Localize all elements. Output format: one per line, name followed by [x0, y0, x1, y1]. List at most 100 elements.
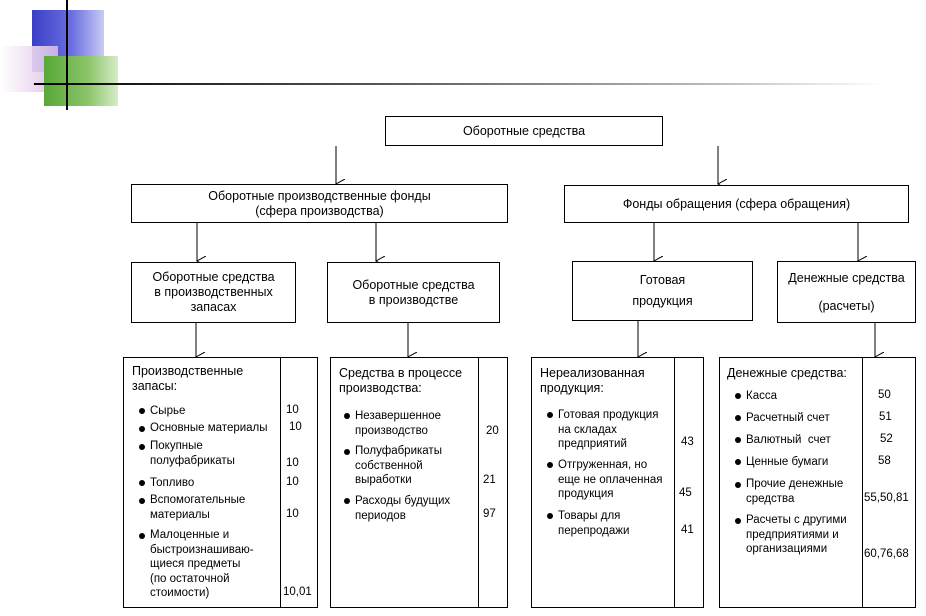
account-code: 10: [286, 457, 299, 469]
account-code: 10: [286, 404, 299, 416]
node-cash-line1: Денежные средства: [788, 271, 905, 285]
leaf-cash-funds: Денежные средства: Касса 50 Расчетный сч…: [719, 357, 916, 608]
decor-horizontal-rule: [34, 83, 884, 85]
leaf-unsold-products: Нереализованная продукция: Готовая проду…: [531, 357, 704, 608]
list-item: Незавершенное производство: [355, 409, 441, 438]
list-item-text: организациями: [746, 543, 828, 555]
list-item-text: быстроизнашиваю-: [150, 543, 254, 556]
bullet-icon: [735, 459, 741, 465]
list-item-text: производство: [355, 424, 428, 437]
list-item: Вспомогательные материалы: [150, 493, 245, 522]
list-item-text: Валютный счет: [746, 434, 831, 446]
leaf-heading-line1: Производственные: [132, 364, 244, 378]
node-production-funds-line2: (сфера производства): [255, 203, 384, 218]
list-item-text: Полуфабрикаты: [355, 445, 442, 457]
list-item-text: Отгруженная, но: [558, 459, 648, 471]
account-code: 10: [289, 421, 302, 433]
node-in-production: Оборотные средства в производстве: [327, 262, 500, 323]
list-item-text: щиеся предметы: [150, 558, 241, 570]
list-item-text: Вспомогательные: [150, 494, 246, 506]
leaf-divider: [674, 358, 675, 607]
account-code: 43: [681, 436, 694, 448]
node-cash: Денежные средства (расчеты): [777, 261, 916, 323]
decor-vertical-rule: [66, 0, 68, 110]
node-root: Оборотные средства: [385, 116, 663, 146]
list-item-text: Сырье: [150, 405, 186, 417]
list-item-text: выработки: [355, 474, 412, 486]
list-item: Касса: [746, 389, 777, 404]
node-production-funds: Оборотные производственные фонды (сфера …: [131, 184, 508, 223]
bullet-icon: [344, 498, 350, 504]
node-stocks-line3: запасах: [190, 300, 237, 314]
account-code: 55,50,81: [864, 492, 909, 504]
account-code: 45: [679, 487, 692, 499]
list-item-text: Расходы будущих: [355, 495, 451, 507]
account-code: 41: [681, 524, 694, 536]
list-item: Полуфабрикаты собственной выработки: [355, 444, 442, 488]
bullet-icon: [735, 518, 741, 524]
list-item-text: предприятиями и: [746, 528, 839, 541]
leaf-heading-line1: Денежные средства:: [727, 366, 847, 380]
leaf-divider: [280, 358, 281, 607]
node-cash-line2: (расчеты): [818, 299, 875, 313]
node-production-funds-line1: Оборотные производственные фонды: [208, 188, 431, 203]
list-item: Ценные бумаги: [746, 455, 828, 470]
list-item-text: периодов: [355, 509, 406, 522]
list-item-text: Ценные бумаги: [746, 456, 829, 468]
leaf-heading: Нереализованная продукция:: [540, 366, 645, 396]
account-code: 60,76,68: [864, 548, 909, 560]
list-item: Прочие денежные средства: [746, 477, 843, 506]
bullet-icon: [139, 408, 145, 414]
list-item-text: перепродажи: [558, 524, 630, 537]
bullet-icon: [139, 426, 145, 432]
account-code: 50: [878, 389, 891, 401]
bullet-icon: [735, 393, 741, 399]
list-item-text: стоимости): [150, 587, 210, 599]
account-code: 10: [286, 508, 299, 520]
leaf-heading-line2: производства:: [339, 381, 422, 395]
account-code: 51: [879, 411, 892, 423]
node-root-label: Оборотные средства: [462, 123, 586, 138]
leaf-in-production: Средства в процессе производства: Незаве…: [330, 357, 508, 608]
bullet-icon: [139, 498, 145, 504]
list-item: Топливо: [150, 476, 194, 491]
bullet-icon: [139, 444, 145, 450]
list-item-text: Расчеты с другими: [746, 514, 847, 526]
account-code: 21: [483, 474, 496, 486]
leaf-heading-line1: Нереализованная: [540, 366, 645, 380]
list-item-text: Готовая продукция: [558, 409, 659, 421]
list-item-text: продукция: [558, 488, 614, 500]
leaf-heading: Производственные запасы:: [132, 364, 243, 394]
leaf-production-stocks: Производственные запасы: Сырье 10 Основн…: [123, 357, 318, 608]
node-stocks-line1: Оборотные средства: [152, 270, 275, 284]
node-stocks-line2: в производственных: [154, 285, 273, 299]
node-circulation-funds: Фонды обращения (сфера обращения): [564, 185, 909, 223]
account-code: 52: [880, 433, 893, 445]
node-finished-goods: Готовая продукция: [572, 261, 753, 321]
bullet-icon: [735, 437, 741, 443]
list-item-text: Основные материалы: [150, 422, 268, 434]
list-item-text: полуфабрикаты: [150, 454, 235, 467]
list-item-text: собственной: [355, 459, 423, 472]
leaf-heading-line2: запасы:: [132, 379, 178, 393]
list-item-text: Топливо: [150, 477, 195, 489]
account-code: 20: [486, 425, 499, 437]
bullet-icon: [735, 482, 741, 488]
list-item-text: на складах: [558, 423, 617, 436]
list-item-text: Прочие денежные: [746, 478, 844, 490]
bullet-icon: [139, 533, 145, 539]
leaf-heading: Средства в процессе производства:: [339, 366, 462, 396]
node-circulation-funds-label: Фонды обращения (сфера обращения): [622, 196, 851, 211]
list-item: Сырье: [150, 404, 185, 419]
account-code: 97: [483, 508, 496, 520]
list-item-text: предприятий: [558, 438, 627, 450]
node-stocks: Оборотные средства в производственных за…: [131, 262, 296, 323]
bullet-icon: [735, 415, 741, 421]
bullet-icon: [344, 413, 350, 419]
leaf-heading-line1: Средства в процессе: [339, 366, 463, 380]
bullet-icon: [139, 480, 145, 486]
decor-green-square: [44, 56, 118, 106]
leaf-divider: [478, 358, 479, 607]
node-finished-goods-line2: продукция: [632, 294, 693, 308]
list-item: Покупные полуфабрикаты: [150, 439, 235, 468]
